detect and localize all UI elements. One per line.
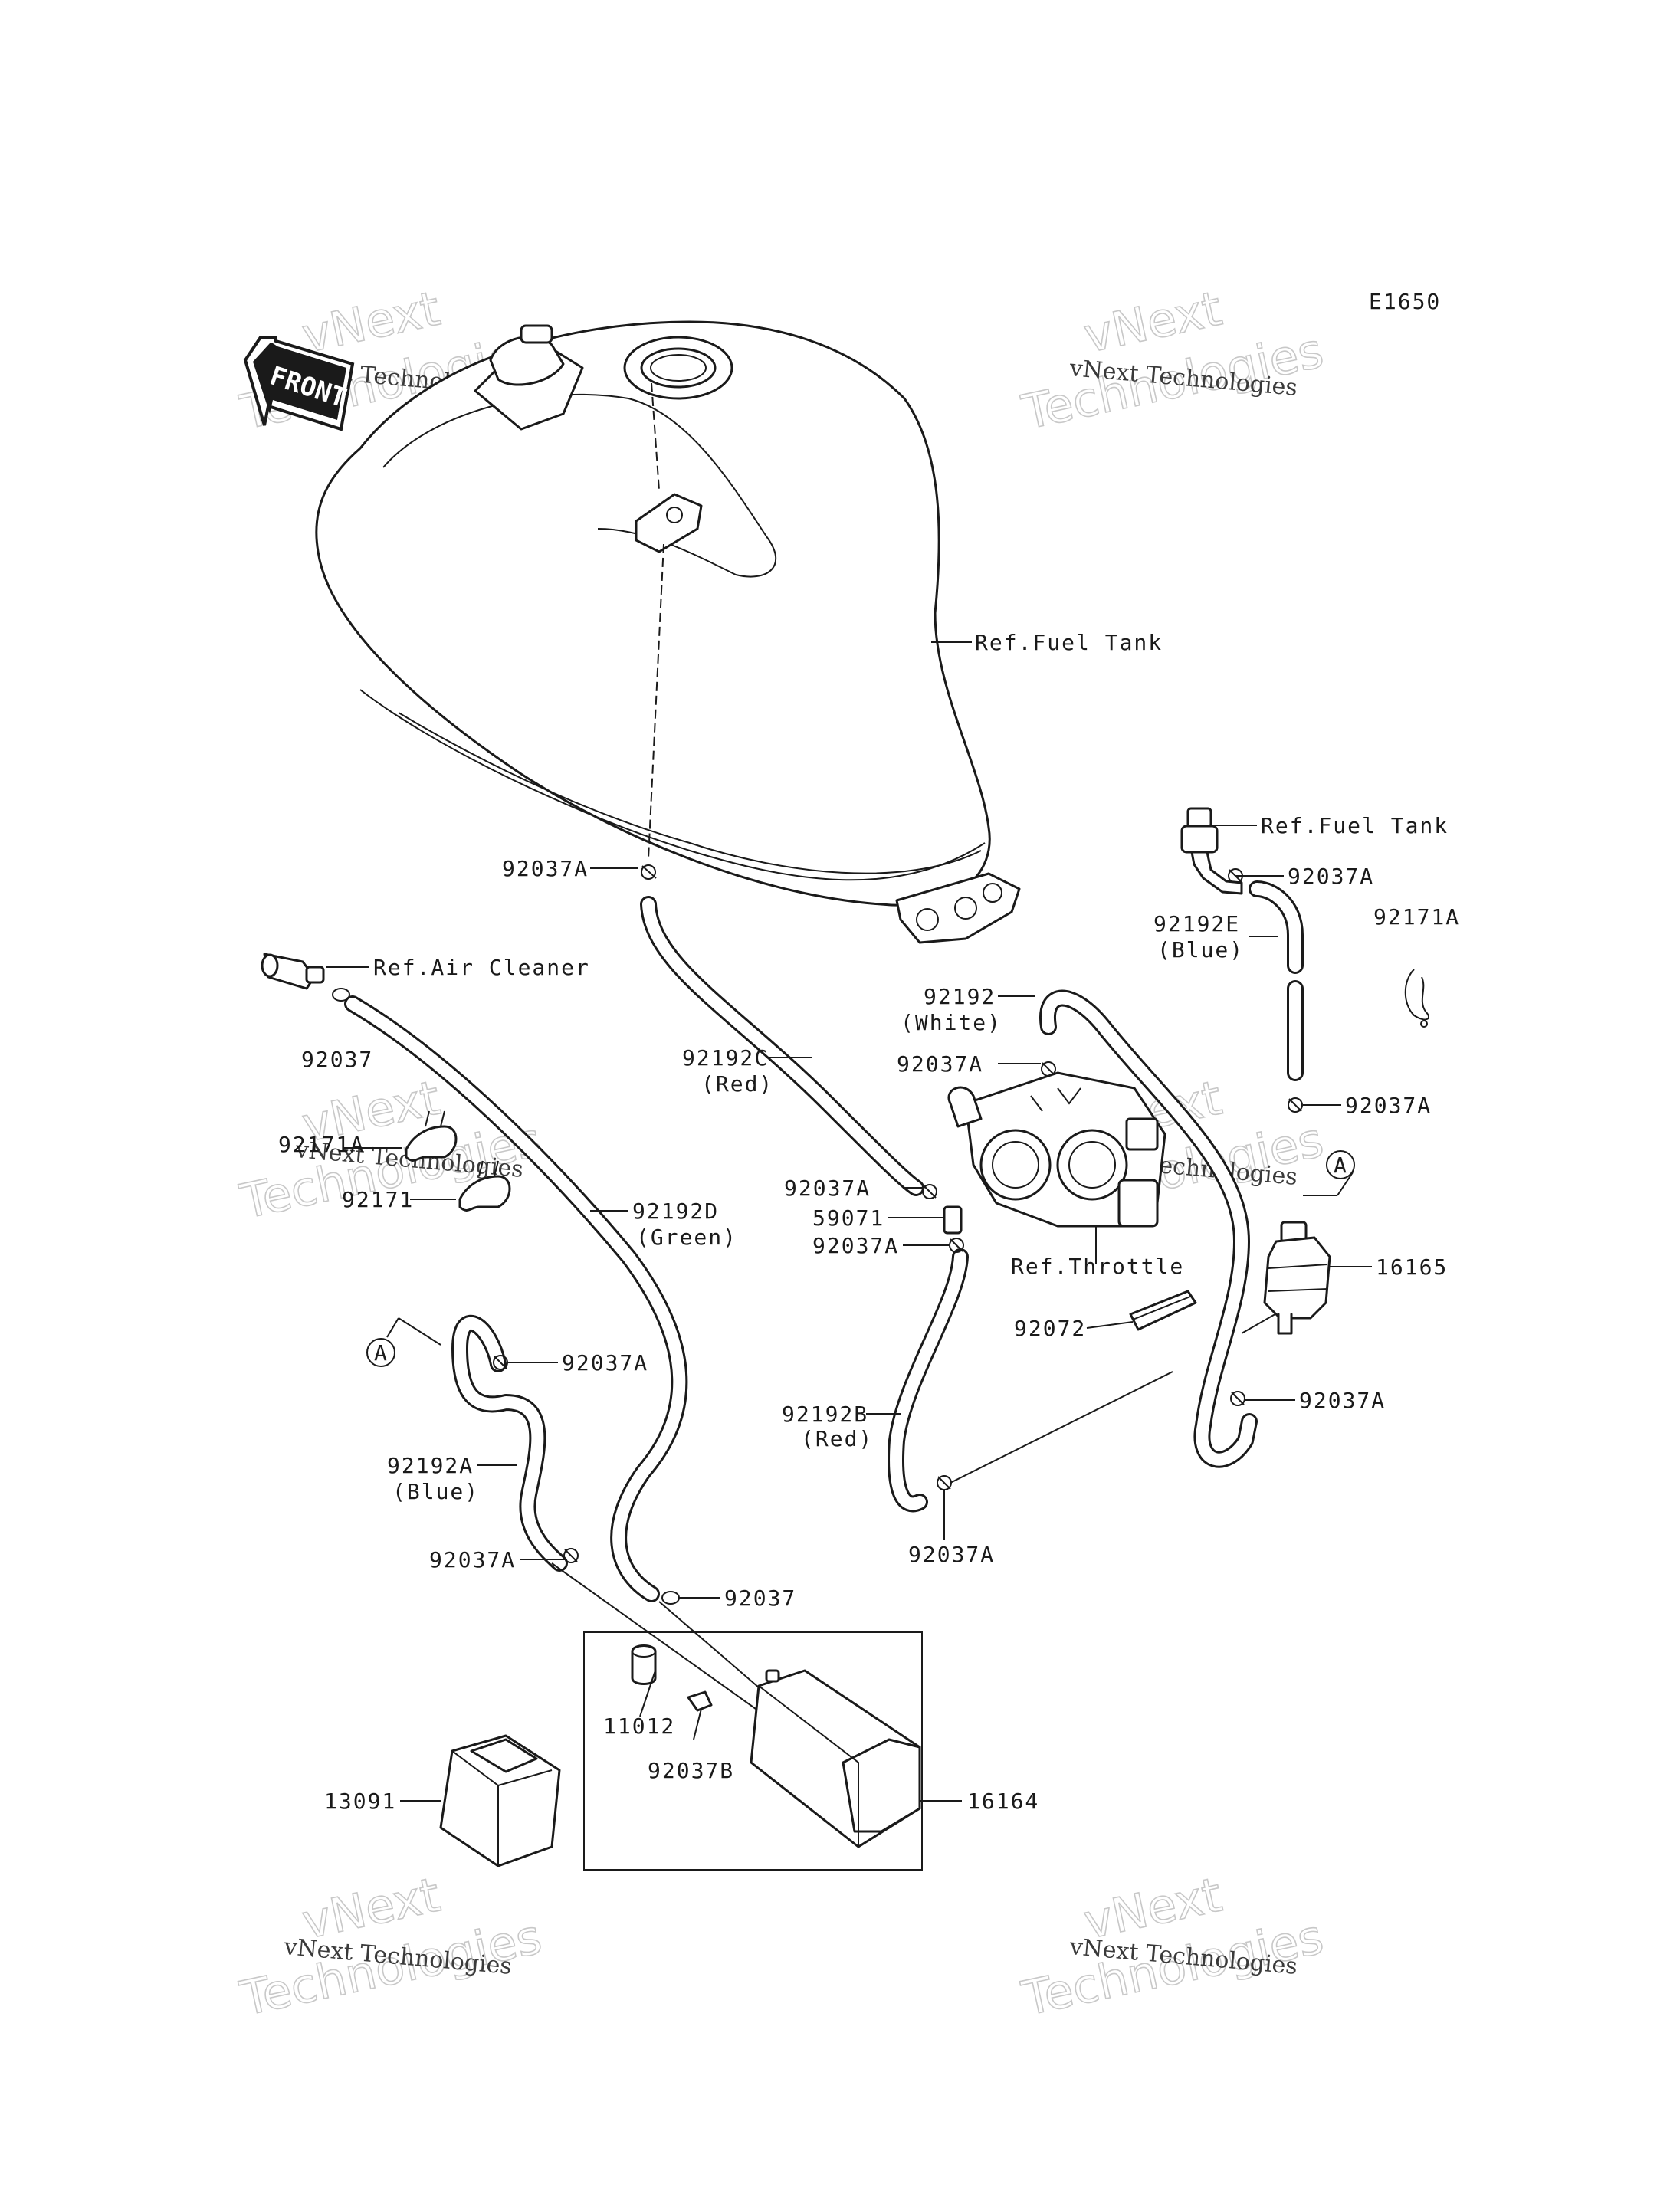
marker-a-right: A [1303,1150,1355,1196]
clamp-92037A-bottom-mid [937,1475,952,1490]
label-ref-fuel-tank-side: Ref.Fuel Tank [1261,813,1449,838]
canister-16164 [750,1669,921,1848]
clip-92171A-right [1404,969,1429,1028]
line-92192D-to-canister [658,1601,771,1698]
clamp-92037-bottom [661,1591,680,1605]
band-92072 [1129,1290,1197,1331]
label-16164: 16164 [967,1789,1039,1814]
hose-92192D [344,995,688,1602]
cover-13091 [439,1734,561,1867]
label-92192E: 92192E [1153,911,1240,936]
air-cleaner-fitting [261,953,325,990]
throttle-body [947,1071,1166,1228]
fuel-tank [315,320,1021,944]
label-92037A-bottom-left: 92037A [429,1547,516,1572]
clamp-92037A-right-mid [1288,1097,1303,1113]
clamp-92037A-filter [1230,1391,1245,1406]
label-11012: 11012 [603,1713,675,1739]
clamp-92037A-bottom-left [563,1548,579,1563]
label-92037A-filter: 92037A [1299,1388,1386,1413]
tank-cap-dashed-line [651,382,660,491]
clamp-92037B [687,1690,713,1712]
label-92192A: 92192A [387,1453,474,1478]
label-92037A-red-bottom: 92037A [812,1233,899,1258]
label-92037A-right-mid: 92037A [1345,1093,1432,1118]
label-92037A-bottom-mid: 92037A [908,1542,995,1567]
clamp-92037A-red-top [922,1184,937,1199]
label-92037A-blue-left: 92037A [562,1350,648,1376]
leader-lines [326,641,1372,1802]
label-16165: 16165 [1376,1254,1448,1280]
label-ref-air-cleaner: Ref.Air Cleaner [373,955,590,980]
valve-59071 [943,1205,963,1235]
cap-11012 [631,1644,657,1685]
label-92192E-color: (Blue) [1157,937,1244,962]
label-92171A-right: 92171A [1373,904,1460,930]
front-arrow-icon: FRONT [243,336,355,431]
line-92192A-to-canister [551,1562,767,1717]
clip-92171A-left [405,1110,458,1162]
fuel-filter-16165 [1263,1221,1331,1335]
part-labels: Ref.Fuel Tank Ref.Fuel Tank Ref.Air Clea… [278,630,1460,1814]
label-92192: 92192 [924,984,996,1009]
svg-text:A: A [374,1340,389,1366]
label-92171: 92171 [342,1187,414,1212]
watermark-bottom-right: vNext Technologies vNext Technologies [1016,1866,1328,2028]
clamp-92037-air [332,988,350,1002]
label-92192C: 92192C [682,1045,769,1071]
canister-group-box [583,1631,923,1871]
label-92037A-red-top: 92037A [784,1176,871,1201]
label-92192B: 92192B [782,1402,868,1427]
hose-92192A [451,1314,568,1572]
clamp-92037A-tank [641,864,657,880]
hose-92192-white [1039,989,1258,1468]
label-59071: 59071 [812,1205,884,1231]
label-92192-color: (White) [901,1010,1002,1035]
label-92037A-white: 92037A [897,1051,983,1077]
label-92171A-left: 92171A [278,1132,365,1157]
label-92072: 92072 [1014,1316,1086,1341]
label-13091: 13091 [324,1789,396,1814]
hose-92192B [888,1248,969,1513]
label-92037A-tank: 92037A [502,856,589,881]
label-92037A-right-top: 92037A [1288,864,1374,889]
label-92192B-color: (Red) [801,1426,873,1451]
label-92037-bottom: 92037 [724,1585,796,1611]
marker-a-left: A [366,1317,441,1367]
watermark-bottom-left: vNext Technologies vNext Technologies [235,1866,546,2028]
diagram-code: E1650 [1369,289,1441,314]
label-ref-throttle: Ref.Throttle [1011,1254,1184,1279]
label-92192C-color: (Red) [701,1071,773,1097]
label-92192D-color: (Green) [636,1225,737,1250]
svg-text:A: A [1334,1153,1348,1178]
clamp-92037A-red-bottom [949,1238,964,1253]
hose-92192E [1249,880,1304,1081]
label-ref-fuel-tank-main: Ref.Fuel Tank [975,630,1163,655]
clip-92171-left [458,1160,511,1212]
hose-92192C [640,896,924,1196]
leader-92037A-red-lower [950,1371,1173,1484]
label-92037B: 92037B [648,1758,734,1783]
fuel-tank-side-fitting [1180,807,1243,895]
label-92192A-color: (Blue) [392,1479,479,1504]
label-92037: 92037 [301,1047,373,1072]
watermark-top-right: vNext Technologies vNext Technologies [1016,280,1328,441]
label-92192D: 92192D [632,1199,719,1224]
tank-to-hose-dashed-line [648,543,664,859]
